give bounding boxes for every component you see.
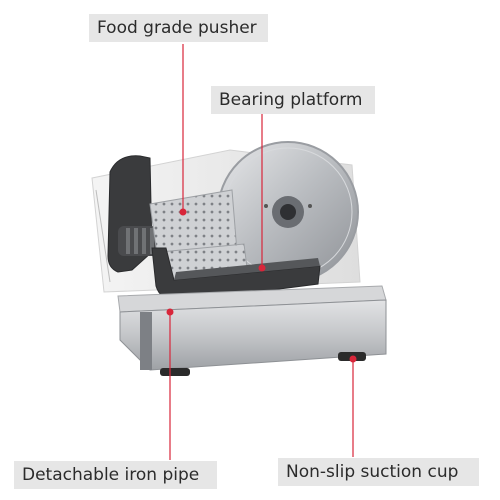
pipe-marker bbox=[166, 308, 174, 316]
circular-blade bbox=[217, 141, 359, 283]
label-food-grade-pusher: Food grade pusher bbox=[89, 14, 268, 42]
callout-markers bbox=[166, 208, 357, 363]
base-housing bbox=[117, 285, 387, 371]
platform-marker bbox=[258, 264, 266, 272]
label-bearing-platform: Bearing platform bbox=[211, 86, 375, 114]
label-non-slip-suction-cup: Non-slip suction cup bbox=[278, 458, 479, 486]
cup-marker bbox=[349, 355, 357, 363]
label-detachable-iron-pipe: Detachable iron pipe bbox=[14, 461, 217, 489]
food-pusher bbox=[107, 155, 164, 273]
pusher-marker bbox=[179, 208, 187, 216]
callout-lines bbox=[169, 44, 354, 460]
